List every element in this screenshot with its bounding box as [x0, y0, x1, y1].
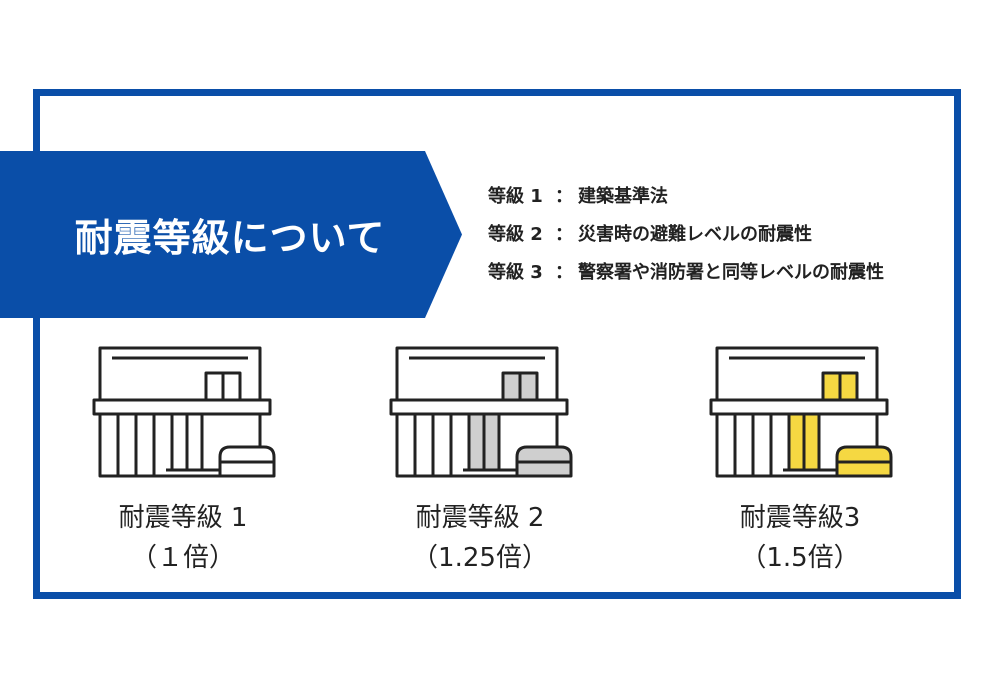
grade-multiplier: （1.25倍）: [412, 543, 548, 573]
grade-label: 等級 3: [488, 262, 543, 283]
banner-title: 耐震等級について: [74, 216, 386, 260]
grade-name: 耐震等級 2: [415, 503, 545, 533]
house-icon: [385, 345, 575, 485]
grade-name: 耐震等級3: [739, 503, 861, 533]
grade-label: 等級 1: [488, 186, 543, 207]
grade-separator: ：: [555, 186, 573, 207]
grade-multiplier: （1.5倍）: [740, 543, 860, 573]
grade-description: 災害時の避難レベルの耐震性: [578, 224, 812, 245]
title-banner: 耐震等級について: [0, 151, 462, 318]
grade-name: 耐震等級 1: [118, 503, 248, 533]
grade-description: 建築基準法: [578, 186, 668, 207]
grade-multiplier: （１倍）: [130, 543, 235, 573]
house-caption: 耐震等級 2 （1.25倍）: [355, 498, 605, 578]
grade-separator: ：: [555, 262, 573, 283]
grade-description: 警察署や消防署と同等レベルの耐震性: [578, 262, 884, 283]
grade-item: 等級 1 ：建築基準法: [488, 178, 948, 216]
grade-separator: ：: [555, 224, 573, 245]
house-caption: 耐震等級 1 （１倍）: [58, 498, 308, 578]
grade-item: 等級 2 ：災害時の避難レベルの耐震性: [488, 216, 948, 254]
outer-frame: [33, 89, 961, 599]
grade-label: 等級 2: [488, 224, 543, 245]
banner-arrow-shape: [0, 151, 462, 318]
grade-item: 等級 3 ：警察署や消防署と同等レベルの耐震性: [488, 254, 948, 292]
house-icon: [705, 345, 895, 485]
house-caption: 耐震等級3 （1.5倍）: [675, 498, 925, 578]
house-icon: [88, 345, 278, 485]
grade-list: 等級 1：建築基準法 等級 2：災害時の避難レベルの耐震性 等級 3：警察署や消…: [488, 178, 948, 292]
